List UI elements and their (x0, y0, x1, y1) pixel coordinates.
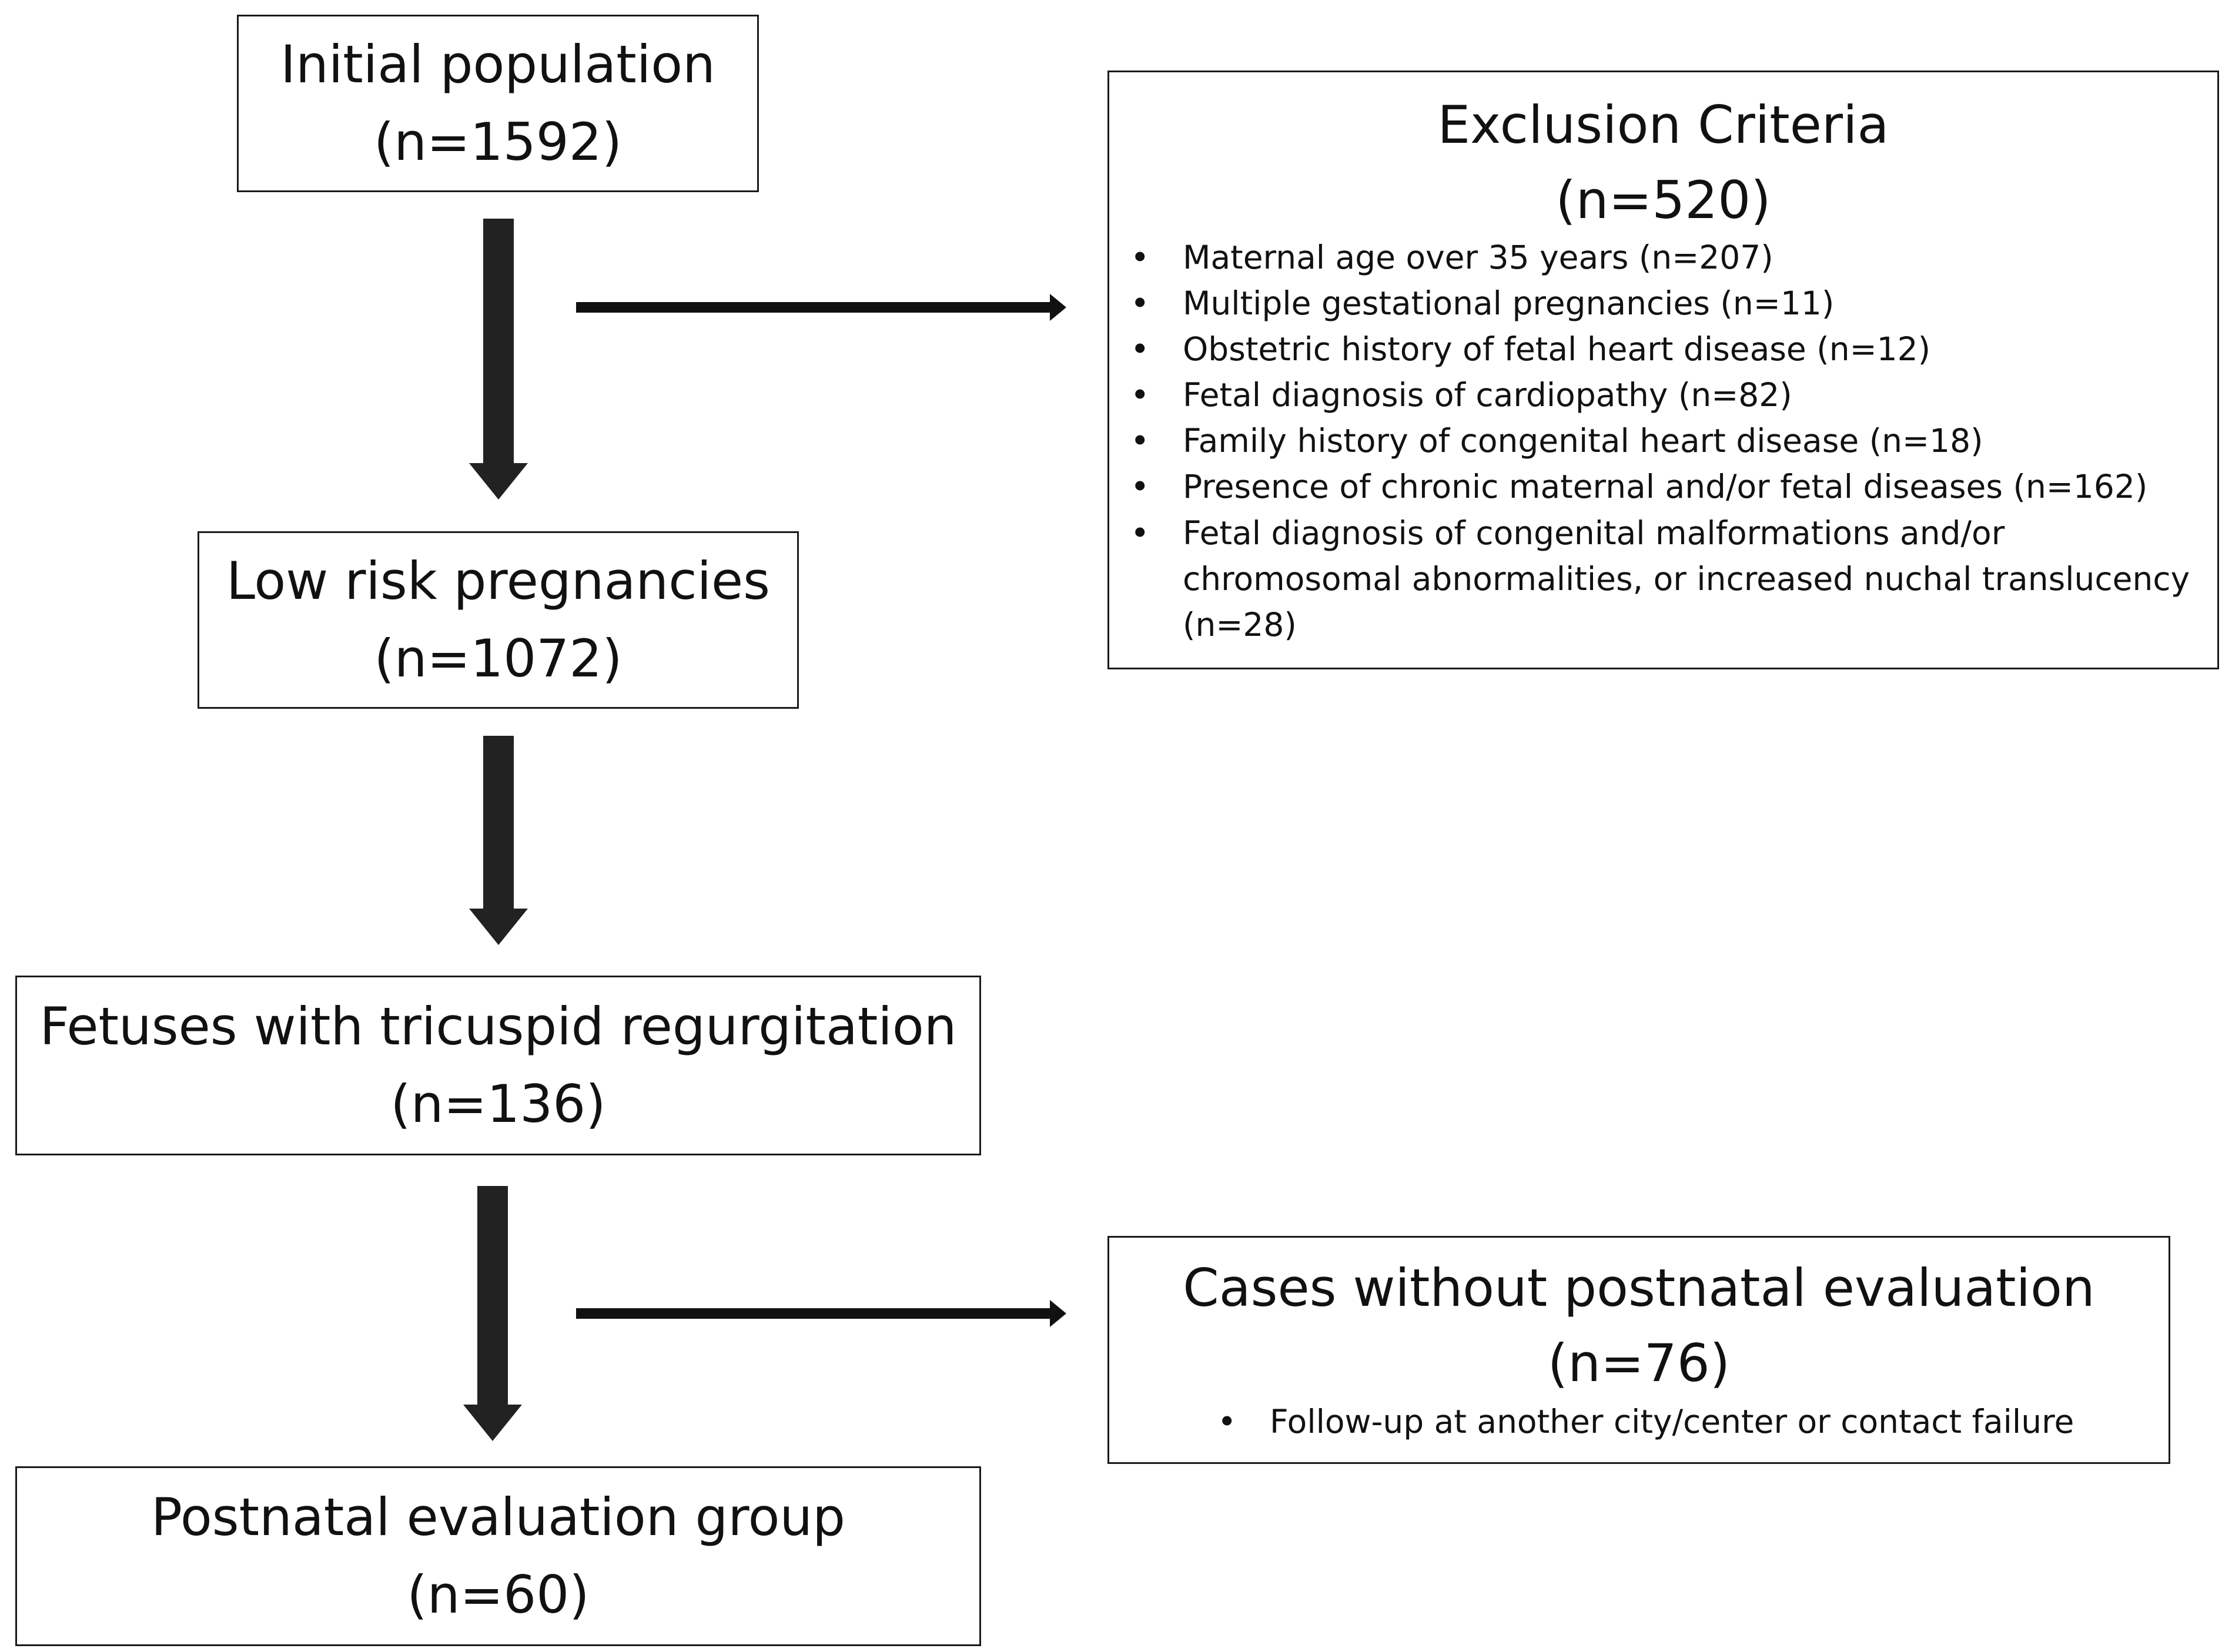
exclusion-criteria-count: (n=520) (1555, 170, 1771, 230)
exclusion-criteria-list: Maternal age over 35 years (n=207) Multi… (1109, 234, 2217, 648)
exclusion-item: Multiple gestational pregnancies (n=11) (1109, 280, 2194, 326)
low-risk-pregnancies-box: Low risk pregnancies (n=1072) (198, 531, 799, 709)
low-risk-pregnancies-title: Low risk pregnancies (226, 551, 771, 611)
low-risk-pregnancies-count: (n=1072) (374, 628, 623, 689)
without-postnatal-evaluation-count: (n=76) (1547, 1333, 1731, 1393)
without-postnatal-evaluation-box: Cases without postnatal evaluation (n=76… (1107, 1236, 2170, 1464)
tricuspid-regurgitation-box: Fetuses with tricuspid regurgitation (n=… (15, 976, 981, 1155)
initial-population-count: (n=1592) (373, 112, 623, 172)
without-postnatal-item: Follow-up at another city/center or cont… (1196, 1399, 2169, 1445)
tricuspid-regurgitation-count: (n=136) (390, 1074, 606, 1134)
postnatal-evaluation-group-box: Postnatal evaluation group (n=60) (15, 1466, 981, 1646)
exclusion-item: Presence of chronic maternal and/or feta… (1109, 464, 2194, 510)
tricuspid-regurgitation-title: Fetuses with tricuspid regurgitation (39, 996, 957, 1057)
arrow-to-exclusion (576, 294, 1066, 321)
arrow-tricuspid-to-postnatal (463, 1186, 522, 1441)
exclusion-item: Fetal diagnosis of congenital malformati… (1109, 510, 2194, 648)
arrow-to-without-postnatal (576, 1300, 1066, 1327)
exclusion-criteria-box: Exclusion Criteria (n=520) Maternal age … (1107, 71, 2219, 669)
exclusion-item: Family history of congenital heart disea… (1109, 418, 2194, 464)
postnatal-evaluation-group-title: Postnatal evaluation group (150, 1487, 846, 1547)
without-postnatal-evaluation-title: Cases without postnatal evaluation (1183, 1258, 2095, 1318)
initial-population-title: Initial population (280, 34, 715, 95)
without-postnatal-evaluation-list: Follow-up at another city/center or cont… (1196, 1399, 2169, 1445)
initial-population-box: Initial population (n=1592) (237, 15, 759, 192)
postnatal-evaluation-group-count: (n=60) (407, 1564, 590, 1625)
exclusion-item: Fetal diagnosis of cardiopathy (n=82) (1109, 372, 2194, 418)
arrow-initial-to-lowrisk (469, 219, 528, 500)
exclusion-item: Maternal age over 35 years (n=207) (1109, 234, 2194, 280)
exclusion-item: Obstetric history of fetal heart disease… (1109, 326, 2194, 372)
arrow-lowrisk-to-tricuspid (469, 736, 528, 945)
exclusion-criteria-title: Exclusion Criteria (1437, 95, 1889, 155)
